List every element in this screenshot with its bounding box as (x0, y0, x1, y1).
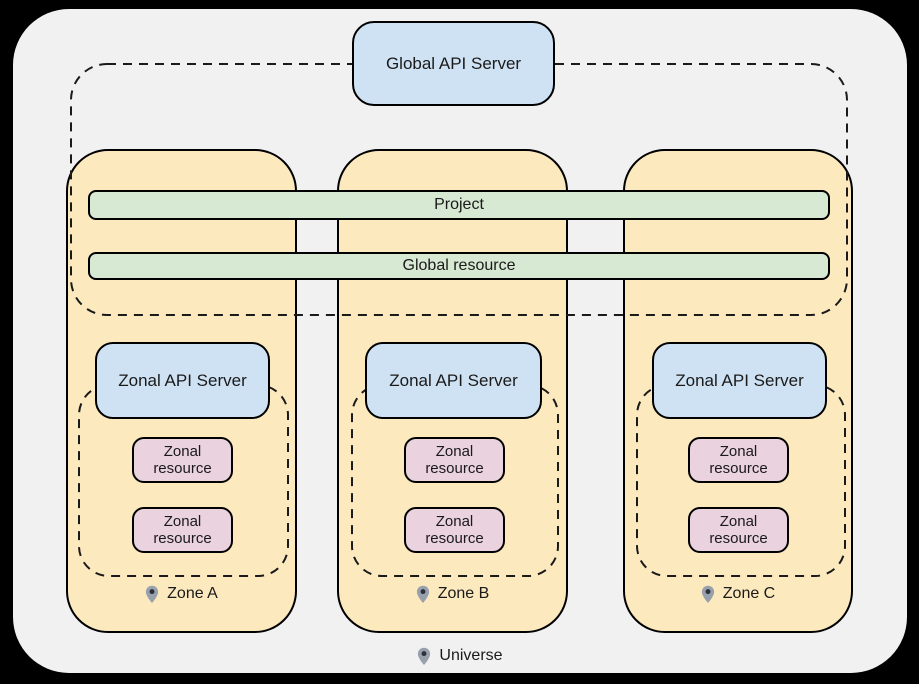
location-pin-icon (701, 585, 714, 603)
zone-a-zonal-resource-2: Zonal resource (132, 507, 233, 553)
zone-b-zonal-resource-1-label: Zonal resource (425, 442, 484, 477)
zone-c-label-row: Zone C (623, 582, 853, 606)
project-bar: Project (88, 190, 830, 220)
universe-label: Universe (439, 647, 503, 664)
zone-c-zonal-resource-2: Zonal resource (688, 507, 789, 553)
global-resource-bar: Global resource (88, 252, 830, 280)
zone-c-zonal-resource-1: Zonal resource (688, 437, 789, 483)
zone-b-zonal-api-server-label: Zonal API Server (389, 370, 518, 390)
global-api-server-label: Global API Server (385, 53, 522, 73)
zone-b-zonal-api-server-box: Zonal API Server (365, 342, 542, 419)
zone-a-zonal-resource-2-label: Zonal resource (153, 512, 212, 547)
zone-a-zonal-resource-1-label: Zonal resource (153, 442, 212, 477)
zone-a-zonal-api-server-box: Zonal API Server (95, 342, 270, 419)
zone-a-label: Zone A (167, 585, 218, 602)
zone-b-zonal-resource-2-label: Zonal resource (425, 512, 484, 547)
project-bar-label: Project (434, 196, 484, 213)
location-pin-icon (416, 585, 429, 603)
zone-c-zonal-resource-2-label: Zonal resource (709, 512, 768, 547)
zone-b-label: Zone B (437, 585, 490, 602)
global-api-server-box: Global API Server (352, 21, 555, 106)
zone-c-label: Zone C (722, 585, 776, 602)
universe-label-row: Universe (13, 644, 907, 668)
zone-a-zonal-api-server-label: Zonal API Server (118, 370, 247, 390)
location-pin-icon (146, 585, 159, 603)
zone-b-zonal-resource-1: Zonal resource (404, 437, 505, 483)
zone-a-label-row: Zone A (66, 582, 297, 606)
zone-c-zonal-api-server-label: Zonal API Server (675, 370, 804, 390)
zone-b-zonal-resource-2: Zonal resource (404, 507, 505, 553)
zone-c-zonal-api-server-box: Zonal API Server (652, 342, 827, 419)
zone-c-zonal-resource-1-label: Zonal resource (709, 442, 768, 477)
global-resource-bar-label: Global resource (402, 257, 516, 274)
location-pin-icon (418, 647, 431, 665)
zone-b-label-row: Zone B (337, 582, 568, 606)
zone-a-zonal-resource-1: Zonal resource (132, 437, 233, 483)
